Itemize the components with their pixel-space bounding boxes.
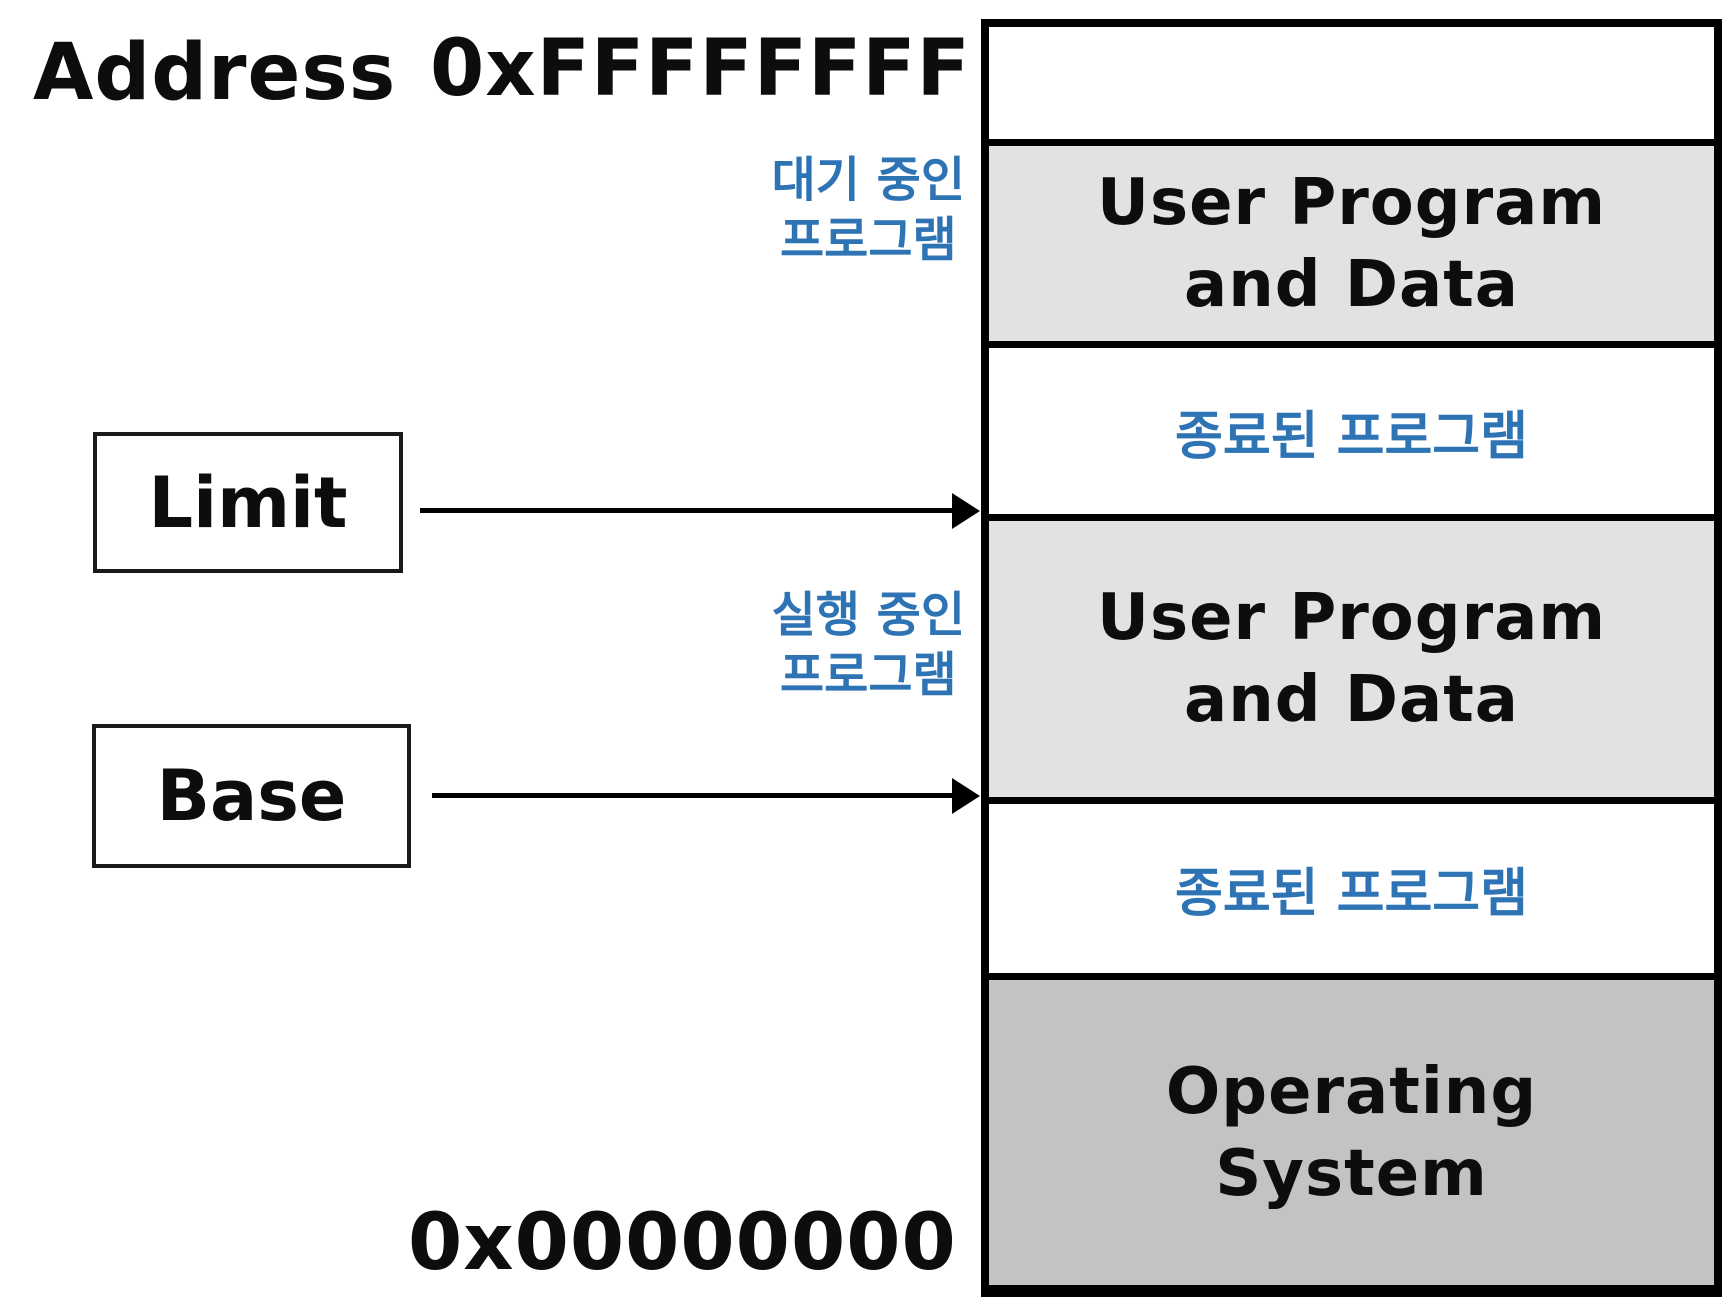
running-program-annotation: 실행 중인 프로그램: [772, 585, 965, 705]
memory-section-user-program-waiting: User Program and Data: [989, 139, 1714, 341]
memory-section-terminated-program-low: 종료된 프로그램: [989, 797, 1714, 973]
memory-section-label-line2: System: [1215, 1136, 1488, 1211]
memory-section-label: 종료된 프로그램: [1175, 864, 1528, 924]
limit-register-label: Limit: [148, 461, 348, 544]
memory-section-free-high: [989, 27, 1714, 139]
memory-section-label-line2: and Data: [1184, 663, 1519, 737]
base-pointer-arrow: [432, 778, 980, 814]
memory-section-user-program-running: User Program and Data: [989, 514, 1714, 797]
low-address-value: 0x00000000: [408, 1198, 957, 1288]
base-register-box: Base: [92, 724, 411, 868]
waiting-program-annotation-line1: 대기 중인: [771, 152, 965, 208]
waiting-program-annotation: 대기 중인 프로그램: [772, 150, 965, 270]
memory-section-terminated-program-high: 종료된 프로그램: [989, 341, 1714, 514]
limit-arrowhead-icon: [952, 493, 980, 529]
limit-register-box: Limit: [93, 432, 403, 573]
limit-pointer-arrow: [420, 493, 980, 529]
high-address-value: 0xFFFFFFFF: [430, 24, 971, 114]
base-register-label: Base: [156, 755, 347, 837]
base-arrow-shaft: [432, 793, 958, 798]
running-program-annotation-line1: 실행 중인: [771, 587, 965, 643]
memory-section-label-line1: User Program: [1097, 581, 1606, 655]
waiting-program-annotation-line2: 프로그램: [780, 212, 957, 268]
limit-arrow-shaft: [420, 508, 958, 513]
running-program-annotation-line2: 프로그램: [780, 647, 957, 703]
memory-section-label: 종료된 프로그램: [1175, 406, 1528, 467]
memory-section-label-line1: Operating: [1165, 1054, 1538, 1129]
memory-section-operating-system: Operating System: [989, 973, 1714, 1285]
memory-section-label-line2: and Data: [1184, 247, 1519, 322]
base-arrowhead-icon: [952, 778, 980, 814]
address-axis-label: Address: [33, 28, 397, 118]
memory-section-label-line1: User Program: [1097, 165, 1606, 240]
physical-memory-column: User Program and Data 종료된 프로그램 User Prog…: [981, 19, 1722, 1297]
